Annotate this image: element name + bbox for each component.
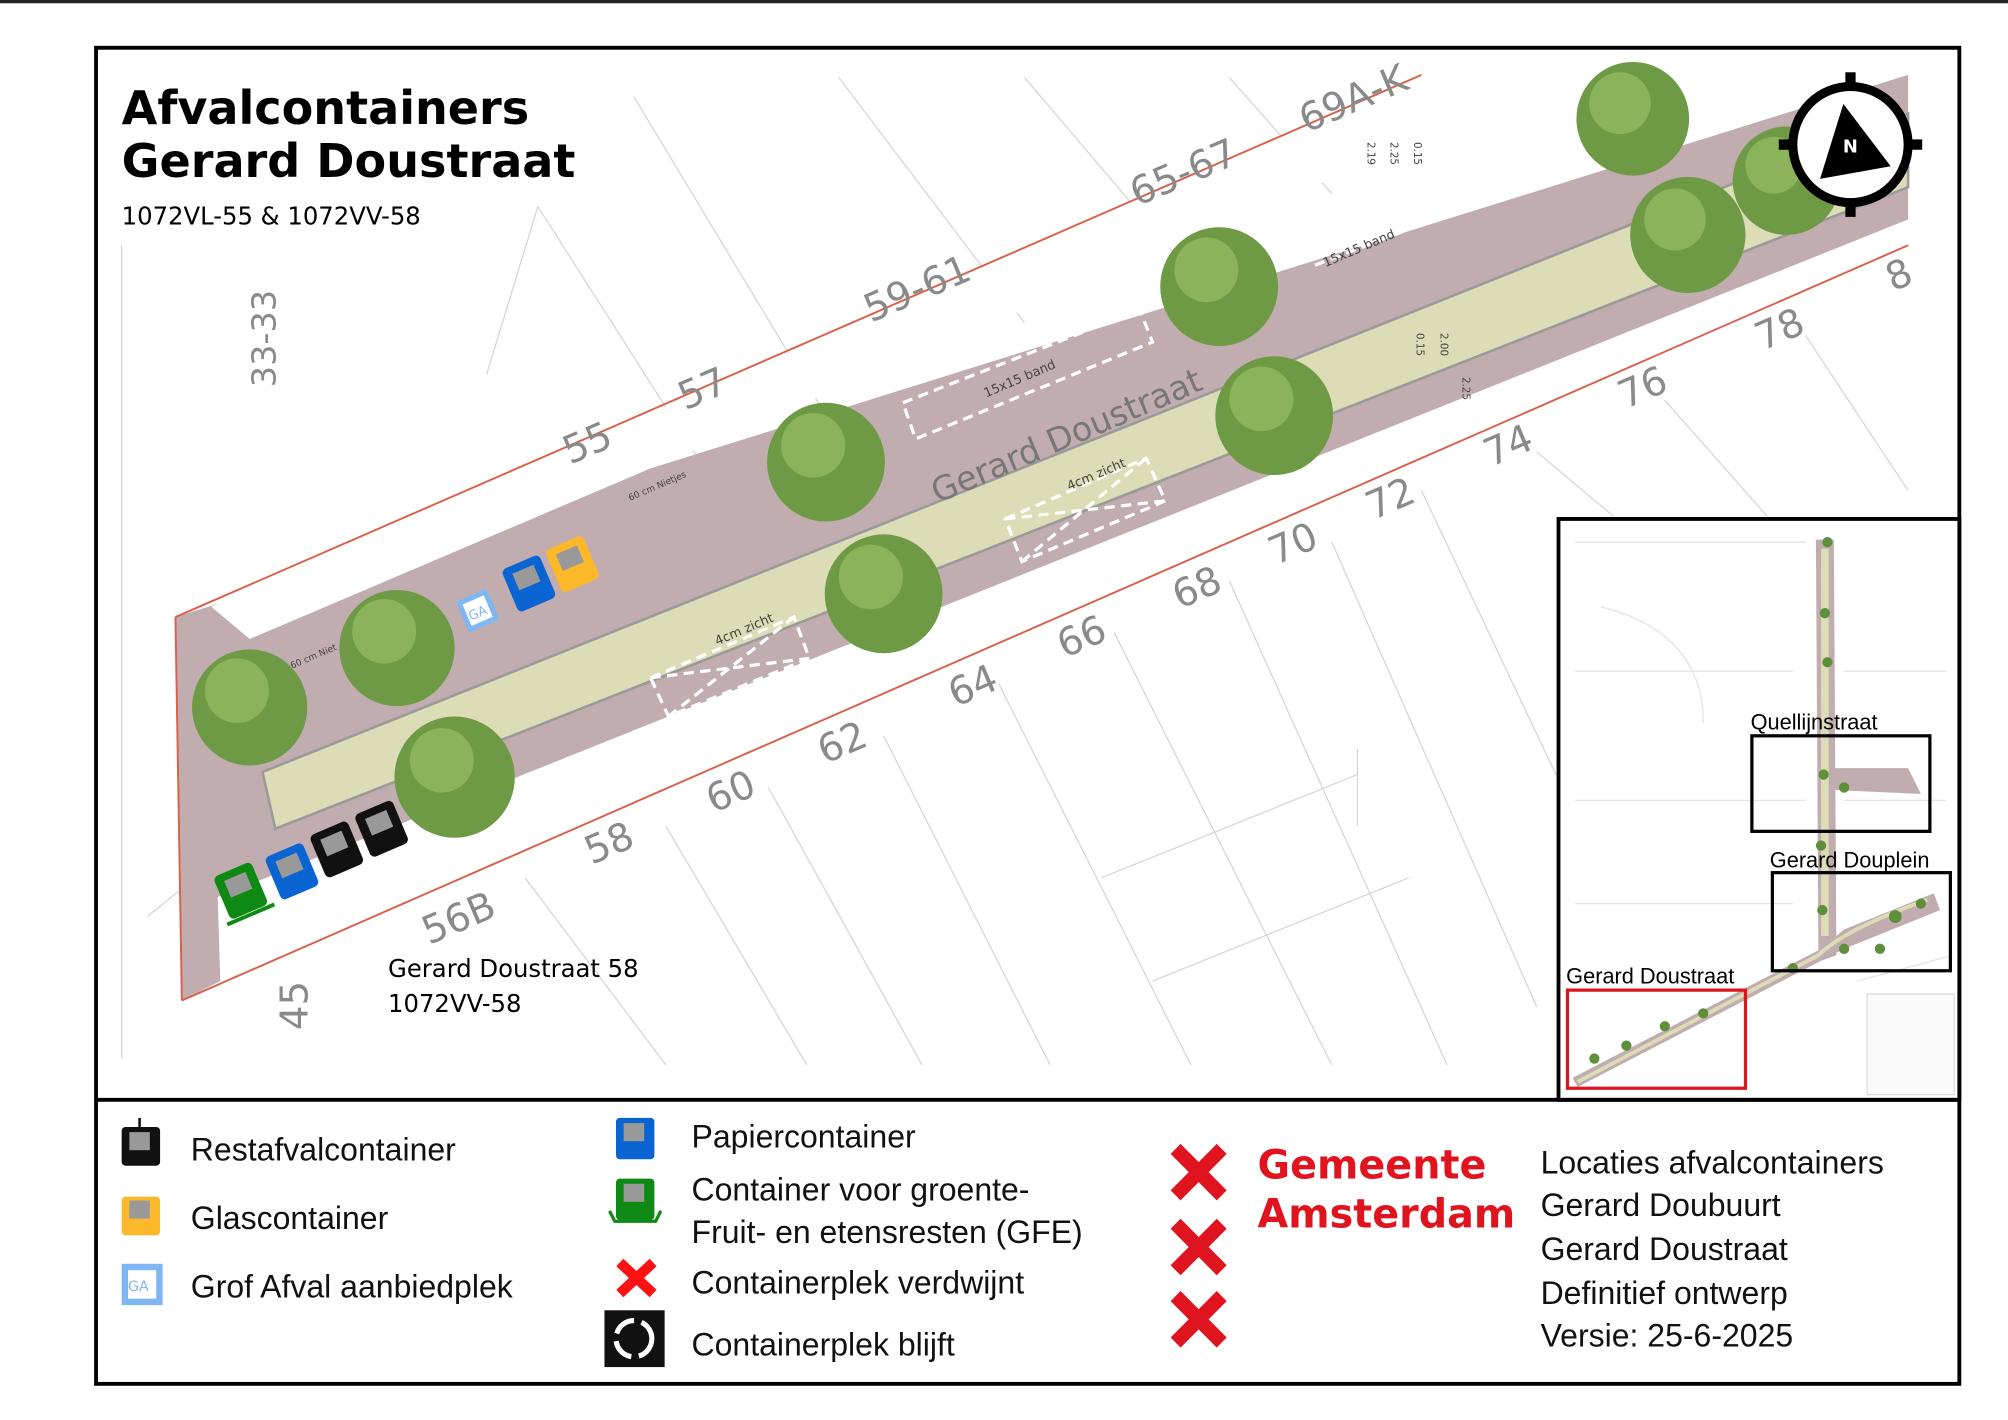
map-title-line1: Afvalcontainers — [122, 81, 530, 135]
annotation: 2.19 — [1365, 142, 1377, 165]
ga-badge-text: GA — [466, 603, 489, 624]
property-line-west — [174, 617, 183, 1001]
gfe-container-marker-icon — [214, 862, 276, 927]
tree-icon — [1160, 227, 1279, 346]
info-line: Definitief ontwerp — [1541, 1275, 1788, 1311]
tree-icon — [1576, 61, 1690, 176]
house-number: 33-33 — [244, 290, 283, 388]
address-label-street: Gerard Doustraat 58 — [388, 954, 639, 983]
legend-label: Container voor groente- — [692, 1171, 1030, 1207]
legend-label: Glascontainer — [191, 1200, 389, 1236]
legend: Restafvalcontainer Glascontainer GA Grof… — [121, 1117, 1884, 1368]
tree-icon — [1215, 356, 1334, 476]
green-container-icon — [608, 1178, 663, 1223]
legend-label: Containerplek blijft — [692, 1326, 955, 1362]
tree-icon — [339, 589, 455, 707]
rest-container-marker-icon — [310, 821, 364, 878]
logo-text-gemeente: Gemeente — [1258, 1142, 1487, 1188]
map-subtitle: 1072VL-55 & 1072VV-58 — [122, 202, 421, 231]
amsterdam-logo-icon — [1170, 1143, 1227, 1348]
annotation: 2.25 — [1459, 377, 1471, 400]
black-container-icon — [121, 1117, 161, 1166]
annotation: 2.00 — [1438, 333, 1450, 356]
circle-arrows-icon — [604, 1310, 665, 1368]
annotation: 2.25 — [1388, 142, 1400, 165]
inset-box-gerard-douplein — [1770, 871, 1952, 973]
legend-label: Grof Afval aanbiedplek — [191, 1268, 514, 1304]
parcel-lines — [121, 77, 1909, 1066]
inset-box-quellijnstraat — [1750, 734, 1932, 833]
tree-icon — [767, 402, 885, 522]
yellow-container-icon — [121, 1196, 161, 1236]
tree-icon — [1630, 176, 1746, 294]
inset-box-gerard-doustraat — [1565, 988, 1748, 1090]
ga-icon: GA — [121, 1263, 163, 1306]
paper-container-marker-icon — [265, 843, 319, 900]
annotation: 0.15 — [1413, 333, 1425, 356]
ga-icon-text: GA — [128, 1279, 149, 1295]
glass-container-marker-icon — [546, 536, 599, 592]
trees — [192, 61, 1841, 838]
inset-label-gerard-douplein: Gerard Douplein — [1770, 847, 1930, 872]
tree-icon — [824, 534, 943, 654]
sidewalk-notch — [211, 74, 1576, 639]
annotation: 0.15 — [1411, 142, 1423, 165]
rest-container-marker-icon — [355, 800, 408, 857]
red-x-icon — [616, 1258, 657, 1298]
tree-icon — [192, 649, 308, 766]
ga-marker-icon: GA — [455, 588, 500, 633]
map-containers: GA — [214, 536, 599, 927]
info-version: Versie: 25-6-2025 — [1541, 1317, 1794, 1353]
info-line: Gerard Doustraat — [1541, 1231, 1788, 1267]
north-arrow-icon: N — [1778, 72, 1923, 217]
inset-label-gerard-doustraat: Gerard Doustraat — [1566, 964, 1734, 989]
logo-text-amsterdam: Amsterdam — [1258, 1192, 1516, 1238]
property-line-south — [181, 244, 1909, 1002]
inset-overview-map: Quellijnstraat Gerard Douplein Gerard Do… — [1556, 517, 1962, 1102]
north-label: N — [1843, 136, 1858, 157]
legend-label: Papiercontainer — [692, 1119, 916, 1155]
info-line: Gerard Doubuurt — [1541, 1187, 1781, 1223]
inset-label-quellijnstraat: Quellijnstraat — [1751, 709, 1878, 734]
map-title-line2: Gerard Doustraat — [122, 134, 576, 188]
info-line: Locaties afvalcontainers — [1541, 1144, 1884, 1180]
legend-label: Restafvalcontainer — [191, 1131, 456, 1167]
house-numbers: 33-33 55 57 59-61 65-67 69A-K 45 56B 58 … — [244, 55, 1919, 1030]
paper-container-marker-icon — [502, 555, 556, 612]
legend-label: Fruit- en etensresten (GFE) — [692, 1214, 1083, 1250]
property-line-north — [175, 73, 1422, 618]
marking-boxes — [648, 178, 1437, 719]
legend-label: Containerplek verdwijnt — [692, 1264, 1025, 1300]
house-number: 45 — [272, 981, 317, 1030]
median-strip — [261, 111, 1910, 831]
address-label-postcode: 1072VV-58 — [388, 989, 521, 1018]
tree-icon — [394, 716, 515, 838]
blue-container-icon — [615, 1117, 655, 1160]
